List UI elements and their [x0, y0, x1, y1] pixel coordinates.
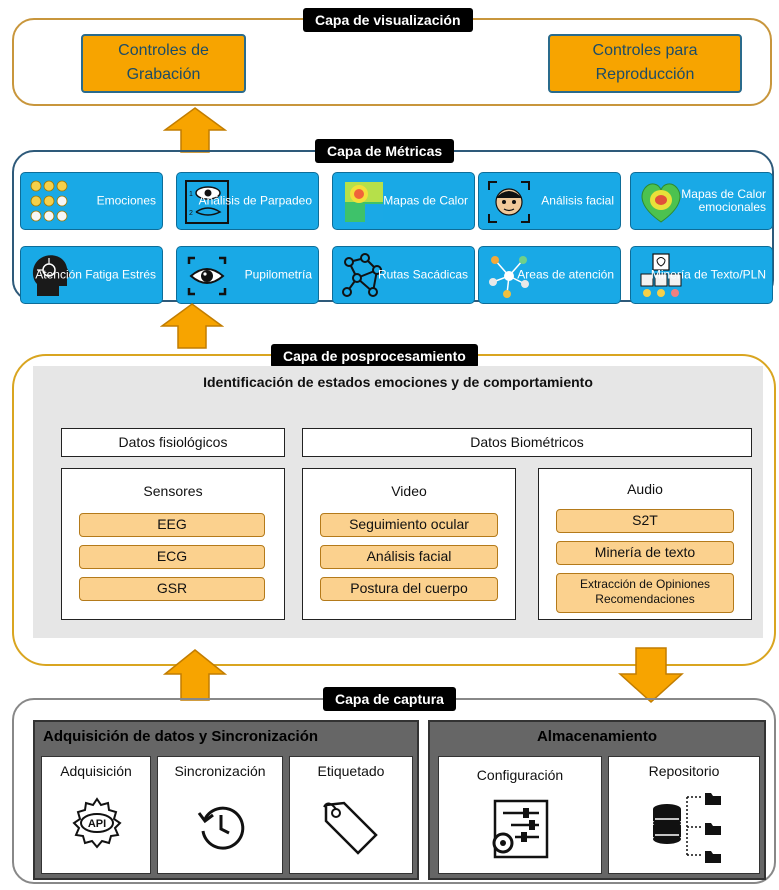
pill-label: Postura del cuerpo — [350, 580, 468, 596]
sensors-title: Sensores — [143, 483, 203, 499]
recording-controls-label: Controles de Grabación — [118, 42, 209, 83]
metric-parpadeo[interactable]: 1 2 Análisis de Parpadeo — [176, 172, 319, 230]
sensor-eeg[interactable]: EEG — [79, 513, 265, 537]
metric-label: Mapas de Calor — [383, 193, 468, 208]
attention-nodes-icon — [489, 256, 529, 298]
pill-label: Seguimiento ocular — [349, 516, 469, 532]
metric-label: Análisis facial — [541, 193, 614, 208]
down-arrow-icon — [618, 647, 684, 704]
sync-card[interactable]: Sincronización — [157, 756, 283, 874]
configuration-card[interactable]: Configuración — [438, 756, 602, 874]
capture-layer-title: Capa de captura — [323, 687, 456, 711]
metric-label: Análisis de Parpadeo — [198, 193, 312, 208]
sensor-gsr[interactable]: GSR — [79, 577, 265, 601]
storage-group-title: Almacenamiento — [536, 728, 658, 745]
pill-label: GSR — [156, 580, 188, 596]
pill-label: ECG — [156, 548, 188, 564]
metric-analisis-facial[interactable]: Análisis facial — [478, 172, 621, 230]
head-brain-icon — [32, 255, 71, 296]
pill-label: Extracción de Opiniones Recomendaciones — [579, 577, 711, 606]
emoji-faces-icon — [30, 180, 68, 222]
up-arrow-icon — [163, 649, 227, 701]
metric-label: Emociones — [96, 193, 156, 208]
sensor-ecg[interactable]: ECG — [79, 545, 265, 569]
history-clock-icon — [197, 806, 245, 850]
up-arrow-icon — [160, 303, 224, 349]
recording-controls-button[interactable]: Controles de Grabación — [81, 34, 246, 93]
metric-pupilometria[interactable]: Pupilometría — [176, 246, 319, 304]
pill-label: Análisis facial — [366, 548, 452, 564]
heart-heatmap-icon — [641, 183, 681, 223]
database-folders-icon — [653, 793, 721, 863]
face-scan-icon — [488, 181, 530, 223]
metric-label: Atención Fatiga Estrés — [35, 267, 156, 282]
playback-controls-button[interactable]: Controles para Reproducción — [548, 34, 742, 93]
physiological-data-label: Datos fisiológicos — [118, 434, 228, 450]
video-eye-tracking[interactable]: Seguimiento ocular — [320, 513, 498, 537]
audio-box: Audio S2T Minería de texto Extracción de… — [538, 468, 752, 620]
storage-group: Almacenamiento Configuración Repositorio — [428, 720, 766, 880]
metric-label: Areas de atención — [517, 267, 614, 282]
metric-label: Mapas de Calor emocionales — [681, 187, 766, 214]
pill-label: EEG — [157, 516, 187, 532]
repository-card[interactable]: Repositorio — [608, 756, 760, 874]
pill-label: Minería de texto — [594, 544, 696, 560]
settings-sliders-icon — [492, 799, 549, 859]
postprocessing-panel: Identificación de estados emociones y de… — [33, 366, 763, 638]
acquisition-group: Adquisición de datos y Sincronización Ad… — [33, 720, 419, 880]
video-facial-analysis[interactable]: Análisis facial — [320, 545, 498, 569]
emotional-states-heading: Identificación de estados emociones y de… — [203, 374, 593, 390]
metric-atencion[interactable]: Atención Fatiga Estrés — [20, 246, 163, 304]
heatmap-icon — [345, 182, 383, 222]
acquisition-card[interactable]: Adquisición API — [41, 756, 151, 874]
sensors-box: Sensores EEG ECG GSR — [61, 468, 285, 620]
svg-text:2: 2 — [189, 210, 193, 217]
eye-blink-icon: 1 2 — [185, 180, 229, 224]
metric-label: Rutas Sacádicas — [377, 267, 468, 282]
audio-title: Audio — [627, 481, 663, 497]
tag-icon — [323, 801, 378, 855]
video-title: Video — [391, 483, 427, 499]
sync-label: Sincronización — [174, 763, 266, 779]
svg-text:API: API — [88, 818, 106, 830]
audio-s2t[interactable]: S2T — [556, 509, 734, 533]
labeling-label: Etiquetado — [317, 763, 385, 779]
video-body-posture[interactable]: Postura del cuerpo — [320, 577, 498, 601]
svg-text:1: 1 — [189, 191, 193, 198]
audio-text-mining[interactable]: Minería de texto — [556, 541, 734, 565]
acquisition-group-title: Adquisición de datos y Sincronización — [43, 728, 319, 745]
metrics-layer-title: Capa de Métricas — [315, 139, 455, 163]
metric-mapas-calor[interactable]: Mapas de Calor — [332, 172, 475, 230]
pupil-eye-icon — [187, 256, 227, 296]
postprocessing-layer-title: Capa de posprocesamiento — [271, 344, 478, 368]
metric-label: Pupilometría — [244, 267, 312, 282]
up-arrow-icon — [163, 107, 227, 153]
pill-label: S2T — [632, 512, 658, 528]
api-gear-icon: API — [72, 797, 122, 849]
audio-opinion-extraction[interactable]: Extracción de Opiniones Recomendaciones — [556, 573, 734, 613]
acquisition-label: Adquisición — [60, 763, 132, 779]
biometric-data-box: Datos Biométricos — [302, 428, 752, 457]
configuration-label: Configuración — [476, 767, 564, 783]
metric-label: Minería de Texto/PLN — [650, 267, 766, 282]
biometric-data-label: Datos Biométricos — [470, 434, 584, 450]
visualization-layer-title: Capa de visualización — [303, 8, 473, 32]
labeling-card[interactable]: Etiquetado — [289, 756, 413, 874]
repository-label: Repositorio — [648, 763, 720, 779]
text-mining-icon — [640, 253, 682, 297]
metric-rutas-sacadicas[interactable]: Rutas Sacádicas — [332, 246, 475, 304]
metric-mapas-calor-emocionales[interactable]: Mapas de Calor emocionales — [630, 172, 773, 230]
saccade-path-icon — [342, 253, 382, 297]
playback-controls-label: Controles para Reproducción — [592, 42, 698, 83]
metric-emociones[interactable]: Emociones — [20, 172, 163, 230]
physiological-data-box: Datos fisiológicos — [61, 428, 285, 457]
video-box: Video Seguimiento ocular Análisis facial… — [302, 468, 516, 620]
metric-areas-atencion[interactable]: Areas de atención — [478, 246, 621, 304]
metric-mineria-texto[interactable]: Minería de Texto/PLN — [630, 246, 773, 304]
